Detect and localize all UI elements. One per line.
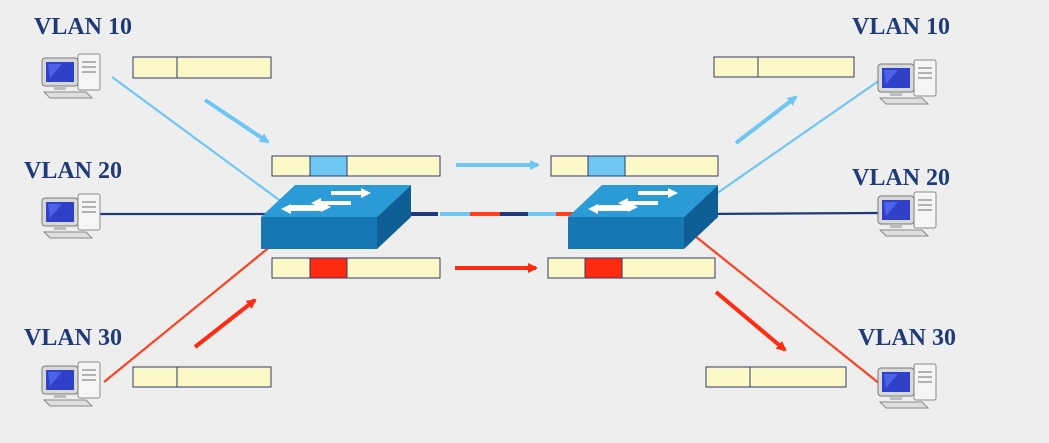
frame-untagged-left-30 bbox=[132, 366, 272, 388]
label-left-vlan20: VLAN 20 bbox=[24, 158, 123, 184]
arrow-vlan10-egress bbox=[734, 95, 798, 145]
arrow-vlan10-ingress bbox=[203, 98, 270, 144]
switch-left-switch-icon bbox=[261, 185, 411, 249]
frame-tagged-30-right-vlan-tag bbox=[584, 257, 623, 279]
host-right-vlan20-computer-icon bbox=[877, 191, 937, 237]
label-right-vlan20: VLAN 20 bbox=[852, 165, 951, 191]
frame-tagged-30-right bbox=[547, 257, 716, 279]
label-right-vlan10: VLAN 10 bbox=[852, 14, 951, 40]
frame-untagged-left-10 bbox=[132, 56, 272, 79]
arrow-vlan30-egress bbox=[714, 290, 787, 352]
link-vlan30-left bbox=[103, 231, 289, 383]
frame-tagged-10-right bbox=[550, 155, 719, 177]
label-left-vlan30: VLAN 30 bbox=[24, 325, 123, 351]
arrow-vlan30-ingress bbox=[193, 298, 257, 349]
frame-untagged-right-10 bbox=[713, 56, 855, 78]
label-right-vlan30: VLAN 30 bbox=[858, 325, 957, 351]
frame-tagged-10-left bbox=[271, 155, 441, 177]
host-left-vlan20-computer-icon bbox=[41, 193, 101, 239]
host-left-vlan30-computer-icon bbox=[41, 361, 101, 407]
frame-tagged-30-left bbox=[271, 257, 441, 279]
host-right-vlan10-computer-icon bbox=[877, 59, 937, 105]
host-left-vlan10-computer-icon bbox=[41, 53, 101, 99]
link-vlan30-right bbox=[689, 231, 881, 385]
link-vlan10-right bbox=[699, 79, 881, 206]
frame-tagged-10-left-vlan-tag bbox=[309, 155, 348, 177]
label-left-vlan10: VLAN 10 bbox=[34, 14, 133, 40]
switch-right-switch-icon bbox=[568, 185, 718, 249]
frame-tagged-10-right-vlan-tag bbox=[587, 155, 626, 177]
link-vlan20-right bbox=[699, 211, 881, 216]
frame-tagged-30-left-vlan-tag bbox=[309, 257, 348, 279]
link-vlan10-left bbox=[111, 76, 287, 206]
frame-untagged-right-30 bbox=[705, 366, 847, 388]
host-right-vlan30-computer-icon bbox=[877, 363, 937, 409]
